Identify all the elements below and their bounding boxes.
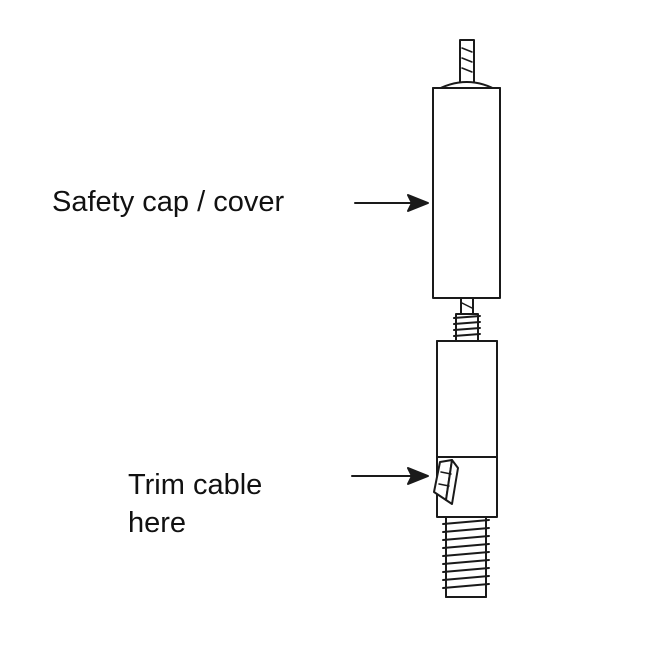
trim-cable-label: Trim cable here [128, 466, 262, 542]
cable-top [459, 39, 475, 85]
threaded-stud-upper [453, 313, 481, 343]
arrow-trim [351, 467, 429, 485]
safety-cap-label: Safety cap / cover [52, 186, 285, 218]
safety-cap [432, 81, 501, 299]
cable-middle [460, 297, 474, 315]
fitting-body [436, 340, 498, 518]
trim-point [433, 459, 459, 505]
threaded-stud-lower [442, 516, 490, 598]
arrow-safety-cap [354, 194, 429, 212]
trim-label-line1: Trim cable [128, 469, 263, 501]
trim-label-line2: here [128, 507, 187, 539]
